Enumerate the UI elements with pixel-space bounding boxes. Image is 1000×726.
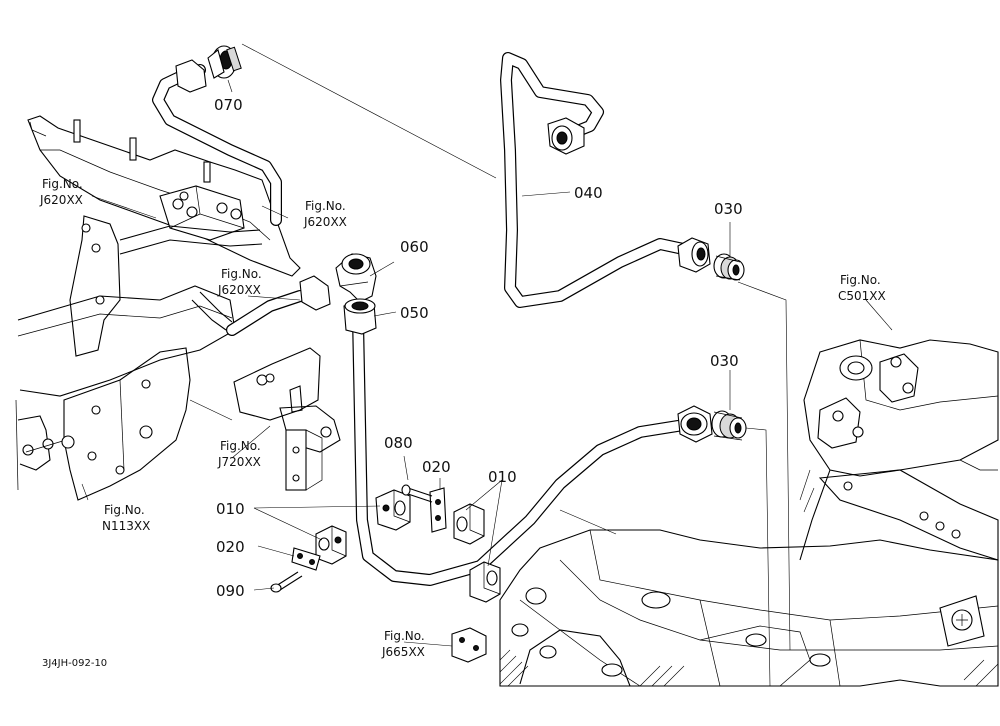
- nut-040-top: [547, 117, 585, 155]
- part-label-070[interactable]: 070: [214, 96, 243, 114]
- svg-text:Fig.No.: Fig.No.: [221, 267, 262, 281]
- pipe-040: [500, 52, 694, 308]
- part-labels: 070 060 050 040 030 030 080 020 010 010 …: [214, 96, 743, 600]
- part-label-020-upper[interactable]: 020: [422, 458, 451, 476]
- part-label-090[interactable]: 090: [216, 582, 245, 600]
- adapter-030-lower: [711, 410, 747, 441]
- bolt-090: [270, 571, 303, 593]
- nut-050: [299, 275, 377, 335]
- svg-text:Fig.No.: Fig.No.: [305, 199, 346, 213]
- part-label-080[interactable]: 080: [384, 434, 413, 452]
- nut-050-end: [677, 405, 713, 443]
- part-label-020-lower[interactable]: 020: [216, 538, 245, 556]
- part-label-030-lower[interactable]: 030: [710, 352, 739, 370]
- left-frame-assembly: [15, 115, 341, 501]
- adapter-030-upper: [713, 253, 745, 281]
- svg-text:J720XX: J720XX: [217, 455, 261, 469]
- transmission-housing: [499, 339, 999, 687]
- part-label-040[interactable]: 040: [574, 184, 603, 202]
- leader-lines: [81, 43, 893, 687]
- svg-text:Fig.No.: Fig.No.: [384, 629, 425, 643]
- fig-ref-n113[interactable]: Fig.No. N113XX: [102, 503, 150, 533]
- fig-ref-j620-left[interactable]: Fig.No. J620XX: [39, 177, 83, 207]
- nut-040-end: [677, 237, 711, 273]
- svg-text:J620XX: J620XX: [217, 283, 261, 297]
- fig-ref-j620-right[interactable]: Fig.No. J620XX: [303, 199, 347, 229]
- plate-020-lower: [291, 547, 321, 571]
- fig-ref-j620-mid[interactable]: Fig.No. J620XX: [217, 267, 262, 297]
- part-label-030-upper[interactable]: 030: [714, 200, 743, 218]
- part-label-010-left[interactable]: 010: [216, 500, 245, 518]
- clamp-010-lower-right: [469, 561, 501, 603]
- bolt-080: [401, 484, 433, 503]
- fig-ref-j720[interactable]: Fig.No. J720XX: [217, 439, 261, 469]
- svg-text:Fig.No.: Fig.No.: [42, 177, 83, 191]
- svg-text:J665XX: J665XX: [381, 645, 425, 659]
- fig-ref-c501[interactable]: Fig.No. C501XX: [838, 273, 886, 303]
- drawing-code: 3J4JH-092-10: [42, 658, 107, 669]
- elbow-060: [335, 253, 377, 303]
- svg-text:C501XX: C501XX: [838, 289, 886, 303]
- svg-text:Fig.No.: Fig.No.: [104, 503, 145, 517]
- pipe-050-long: [352, 314, 696, 586]
- svg-text:Fig.No.: Fig.No.: [220, 439, 261, 453]
- part-label-010-right[interactable]: 010: [488, 468, 517, 486]
- fig-ref-j665[interactable]: Fig.No. J665XX: [381, 629, 425, 659]
- svg-text:N113XX: N113XX: [102, 519, 150, 533]
- clamp-010-upper-left: [375, 489, 411, 531]
- part-label-060[interactable]: 060: [400, 238, 429, 256]
- clamp-010-lower-left: [315, 525, 347, 565]
- svg-text:J620XX: J620XX: [39, 193, 83, 207]
- part-label-050[interactable]: 050: [400, 304, 429, 322]
- fitting-070: [175, 45, 242, 93]
- svg-text:J620XX: J620XX: [303, 215, 347, 229]
- clamp-010-upper-right: [453, 503, 485, 545]
- plate-020-upper: [429, 487, 447, 533]
- svg-text:Fig.No.: Fig.No.: [840, 273, 881, 287]
- figure-references: Fig.No. J620XX Fig.No. J620XX Fig.No. J6…: [39, 177, 886, 659]
- bracket-j665: [451, 627, 487, 663]
